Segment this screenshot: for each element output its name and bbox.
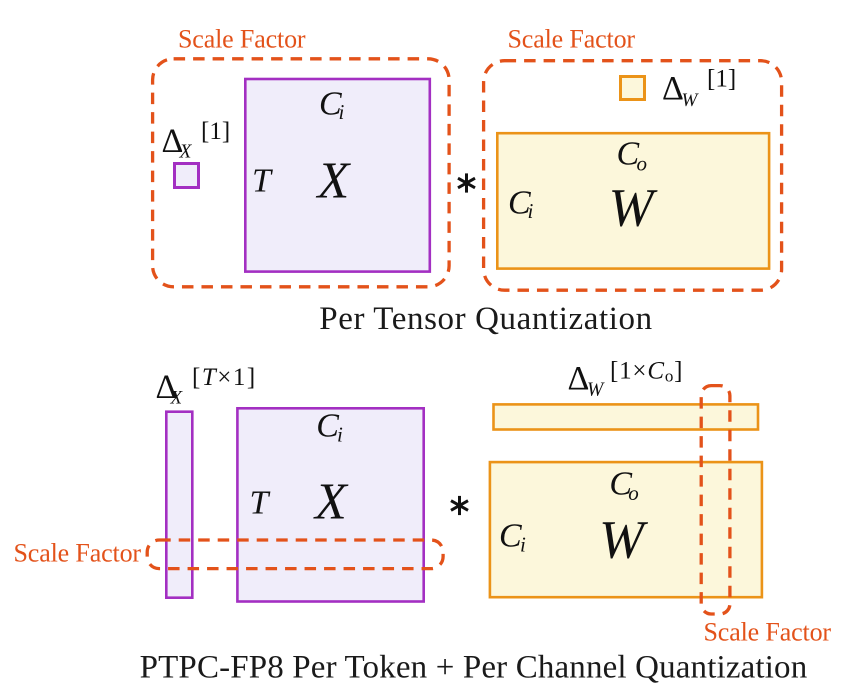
svg-text:X: X <box>313 474 349 531</box>
svg-text:o: o <box>637 152 648 176</box>
svg-text:C: C <box>617 136 640 173</box>
svg-text:[1]: [1] <box>201 118 230 145</box>
svg-text:X: X <box>316 153 352 210</box>
svg-text:W: W <box>587 380 605 401</box>
svg-text:i: i <box>339 100 345 124</box>
svg-text:Δ: Δ <box>568 360 590 397</box>
svg-text:X: X <box>179 142 193 163</box>
svg-text:X: X <box>170 388 184 409</box>
svg-text:Scale Factor: Scale Factor <box>178 25 306 54</box>
svg-text:C: C <box>609 465 632 502</box>
svg-text:o: o <box>628 481 639 505</box>
svg-text:W: W <box>609 178 659 238</box>
svg-text:T: T <box>250 485 271 522</box>
svg-text:[T×1]: [T×1] <box>192 364 257 391</box>
svg-text:Scale Factor: Scale Factor <box>14 538 142 567</box>
svg-text:W: W <box>682 90 700 111</box>
svg-text:Scale Factor: Scale Factor <box>508 25 636 54</box>
svg-text:i: i <box>520 533 526 557</box>
svg-text:C: C <box>319 85 342 122</box>
svg-text:i: i <box>337 423 343 447</box>
svg-text:C: C <box>316 408 339 445</box>
svg-text:Per Tensor Quantization: Per Tensor Quantization <box>319 301 652 337</box>
svg-text:PTPC-FP8 Per Token + Per Chann: PTPC-FP8 Per Token + Per Channel Quantiz… <box>140 650 808 686</box>
svg-text:C: C <box>508 185 531 222</box>
svg-text:Δ: Δ <box>662 70 684 107</box>
svg-text:i: i <box>528 199 534 223</box>
svg-text:Δ: Δ <box>156 368 178 405</box>
svg-text:T: T <box>252 163 273 200</box>
svg-text:W: W <box>599 510 649 570</box>
svg-text:Δ: Δ <box>162 123 184 160</box>
svg-text:[1]: [1] <box>707 66 736 93</box>
svg-text:C: C <box>499 517 522 554</box>
svg-text:Scale Factor: Scale Factor <box>704 618 832 647</box>
